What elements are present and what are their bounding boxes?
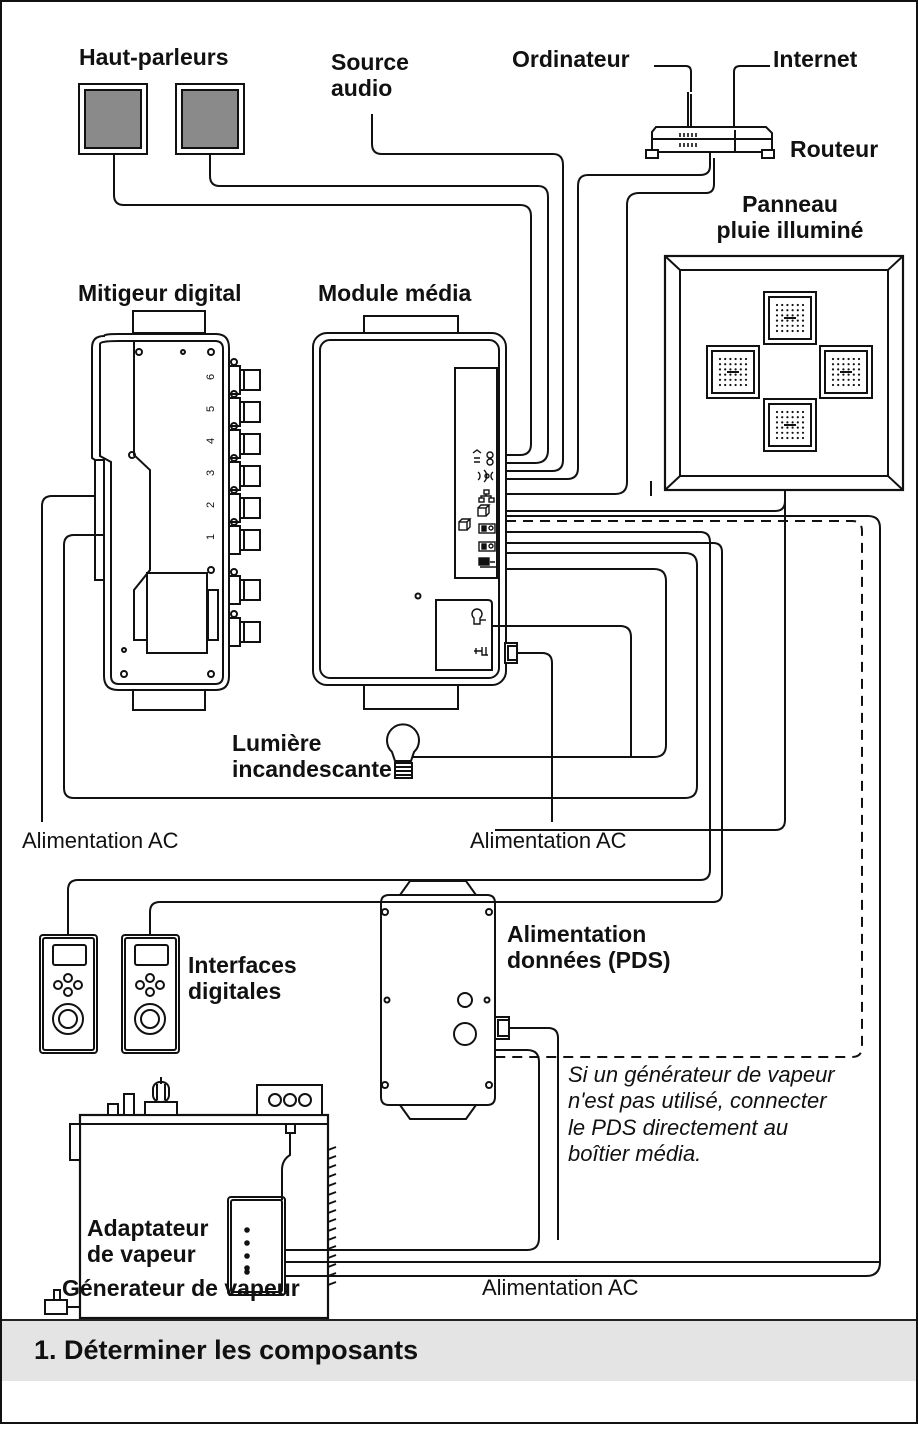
vent-fin xyxy=(327,1200,337,1205)
media-strain-relief xyxy=(504,642,518,664)
vent-fin xyxy=(327,1164,337,1169)
ac-power-label-media: Alimentation AC xyxy=(470,828,627,853)
vent-fin xyxy=(327,1281,337,1286)
digital-interface-1 xyxy=(39,934,98,1054)
vent-fin xyxy=(327,1245,337,1250)
router-icon xyxy=(645,92,775,159)
valve-port xyxy=(228,422,261,459)
vent-fin xyxy=(327,1182,337,1187)
section-title: 1. Déterminer les composants xyxy=(34,1335,419,1365)
internet-leader xyxy=(733,65,770,128)
vent-fin xyxy=(327,1209,337,1214)
rain-nozzle xyxy=(819,345,873,399)
rain-nozzle xyxy=(763,291,817,345)
vent-fin xyxy=(327,1173,337,1178)
vent-fin xyxy=(327,1218,337,1223)
valve-port xyxy=(228,518,261,555)
vent-fin xyxy=(327,1191,337,1196)
speakers-label: Haut-parleurs xyxy=(79,44,229,70)
steam-generator-label: Génerateur de vapeur xyxy=(62,1275,300,1301)
vent-fin xyxy=(327,1155,337,1160)
ac-power-label-left: Alimentation AC xyxy=(22,828,179,853)
valve-port-number: 3 xyxy=(205,470,217,476)
valve-port xyxy=(228,390,261,427)
ordinateur-leader xyxy=(654,65,692,92)
vent-fin xyxy=(327,1263,337,1268)
digital-valve-label: Mitigeur digital xyxy=(78,280,242,306)
vent-fin xyxy=(327,1227,337,1232)
valve-port-number: 5 xyxy=(205,406,217,412)
valve-port xyxy=(228,486,261,523)
valve-port xyxy=(228,610,261,647)
vent-fin xyxy=(327,1236,337,1241)
media-module-label: Module média xyxy=(318,280,472,306)
vent-fin xyxy=(327,1146,337,1151)
router-label: Routeur xyxy=(790,136,879,162)
valve-port xyxy=(228,568,261,605)
section-header: 1. Déterminer les composants xyxy=(2,1319,916,1381)
vent-fin xyxy=(327,1254,337,1259)
valve-port xyxy=(228,358,261,395)
digital-valve xyxy=(91,310,261,711)
steam-generator xyxy=(44,1077,337,1320)
valve-port-number: 2 xyxy=(205,502,217,508)
media-module xyxy=(312,315,518,710)
speaker-left xyxy=(78,83,148,155)
valve-port-number: 4 xyxy=(205,438,217,444)
ac-power-label-pds: Alimentation AC xyxy=(482,1275,639,1300)
rain-panel xyxy=(663,254,905,492)
internet-label: Internet xyxy=(773,46,858,72)
valve-port-number: 1 xyxy=(205,534,217,540)
valve-port-number: 6 xyxy=(205,374,217,380)
rain-nozzle xyxy=(706,345,760,399)
rain-nozzle xyxy=(763,398,817,452)
lightbulb-icon xyxy=(386,723,420,779)
pds-power-supply xyxy=(380,880,510,1120)
digital-interface-2 xyxy=(121,934,180,1054)
cables xyxy=(41,114,881,1277)
valve-port xyxy=(228,454,261,491)
computer-label: Ordinateur xyxy=(512,46,630,72)
speaker-right xyxy=(175,83,245,155)
